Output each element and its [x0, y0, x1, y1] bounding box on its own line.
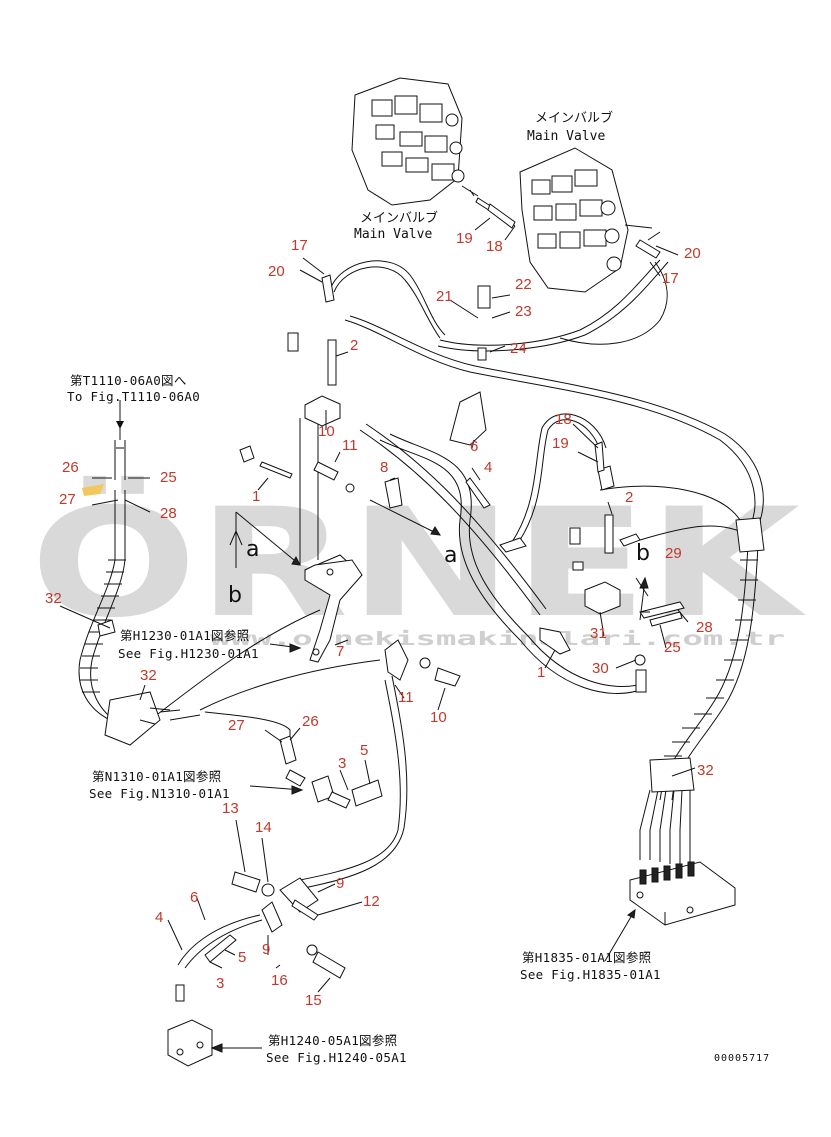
main-valve-right-en: Main Valve	[527, 129, 605, 144]
part-num-20: 20	[268, 263, 285, 280]
part-num-22: 22	[515, 276, 532, 293]
part-num-26: 26	[62, 459, 79, 476]
view-flag-a-left: a	[246, 537, 259, 562]
junction-blocks	[287, 285, 621, 615]
spiral-guard-left	[80, 400, 201, 746]
part-num-4: 4	[155, 909, 163, 926]
part-number-labels: 17 20 19 18 20 17 22 21 23 24 2 10 6 11 …	[45, 230, 714, 1009]
part-num-19: 19	[456, 230, 473, 247]
part-num-1: 1	[252, 488, 260, 505]
ref-h1230-jp: 第H1230-01A1図参照	[120, 628, 249, 643]
lower-left-assembly	[167, 871, 346, 1067]
middle-fittings	[249, 643, 383, 809]
part-num-28: 28	[160, 505, 177, 522]
main-valve-left	[351, 77, 516, 227]
ref-t1110-jp: 第T1110-06A0図へ	[70, 373, 187, 388]
bracket-7	[299, 418, 363, 663]
part-num-10: 10	[318, 423, 335, 440]
highlight-mark	[82, 484, 104, 496]
part-num-21: 21	[436, 288, 453, 305]
ppc-valve-block	[629, 861, 736, 926]
spiral-guard-right	[649, 517, 765, 793]
part-num-11: 11	[398, 689, 414, 706]
part-num-16: 16	[271, 972, 288, 989]
part-num-27: 27	[228, 717, 245, 734]
view-arrows	[229, 499, 650, 621]
ref-h1230-en: See Fig.H1230-01A1	[118, 646, 259, 661]
ref-n1310-jp: 第N1310-01A1図参照	[92, 769, 221, 784]
part-num-6: 6	[470, 438, 478, 455]
part-num-2: 2	[625, 489, 633, 506]
part-num-8: 8	[380, 459, 388, 476]
clips-and-bolts	[239, 203, 685, 693]
part-num-17: 17	[662, 270, 679, 287]
part-num-15: 15	[305, 992, 322, 1009]
part-num-30: 30	[592, 660, 609, 677]
part-num-32: 32	[140, 667, 157, 684]
watermark-url: www.ornekismakinalari.com.tr	[210, 628, 785, 650]
part-num-3: 3	[216, 975, 224, 992]
ref-h1835-en: See Fig.H1835-01A1	[520, 967, 661, 982]
view-flag-a-right: a	[444, 543, 457, 568]
watermark-brand: ÖRNEK	[30, 475, 806, 651]
part-num-23: 23	[515, 303, 532, 320]
part-num-17: 17	[291, 237, 308, 254]
part-num-25: 25	[160, 469, 177, 486]
ref-h1240-en: See Fig.H1240-05A1	[266, 1050, 407, 1065]
part-num-29: 29	[665, 545, 682, 562]
part-num-32: 32	[45, 590, 62, 607]
part-num-19: 19	[552, 435, 569, 452]
part-num-6: 6	[190, 889, 198, 906]
part-num-20: 20	[684, 245, 701, 262]
part-num-7: 7	[336, 643, 344, 660]
part-num-18: 18	[555, 411, 572, 428]
part-num-31: 31	[590, 625, 607, 642]
view-flag-b-left: b	[228, 583, 242, 608]
part-num-25: 25	[664, 639, 681, 656]
ref-n1310-en: See Fig.N1310-01A1	[89, 786, 230, 801]
part-num-26: 26	[302, 713, 319, 730]
part-num-4: 4	[484, 459, 492, 476]
part-num-14: 14	[255, 819, 272, 836]
part-num-18: 18	[486, 238, 503, 255]
part-num-12: 12	[363, 893, 380, 910]
part-num-3: 3	[338, 755, 346, 772]
main-valve-left-jp: メインバルブ	[360, 210, 438, 226]
part-num-10: 10	[430, 709, 447, 726]
drawing-code: 00005717	[714, 1053, 770, 1064]
watermark: ÖRNEK www.ornekismakinalari.com.tr	[30, 475, 806, 651]
part-num-13: 13	[222, 800, 239, 817]
main-valve-right-jp: メインバルブ	[535, 110, 613, 126]
part-num-2: 2	[350, 337, 358, 354]
part-num-32: 32	[697, 762, 714, 779]
leader-lines	[59, 217, 696, 993]
part-num-9: 9	[336, 875, 344, 892]
ref-t1110-en: To Fig.T1110-06A0	[67, 389, 200, 404]
view-flag-b-right: b	[636, 541, 650, 566]
part-num-24: 24	[510, 340, 527, 357]
part-num-5: 5	[238, 949, 246, 966]
part-num-11: 11	[342, 437, 358, 454]
ref-h1835-jp: 第H1835-01A1図参照	[522, 950, 651, 965]
part-num-5: 5	[360, 742, 368, 759]
part-num-1: 1	[537, 664, 545, 681]
part-num-9: 9	[262, 941, 270, 958]
main-valve-left-en: Main Valve	[354, 227, 432, 242]
ref-h1240-jp: 第H1240-05A1図参照	[268, 1033, 397, 1048]
part-num-28: 28	[696, 619, 713, 636]
main-valve-right	[519, 147, 661, 293]
part-num-27: 27	[59, 491, 76, 508]
